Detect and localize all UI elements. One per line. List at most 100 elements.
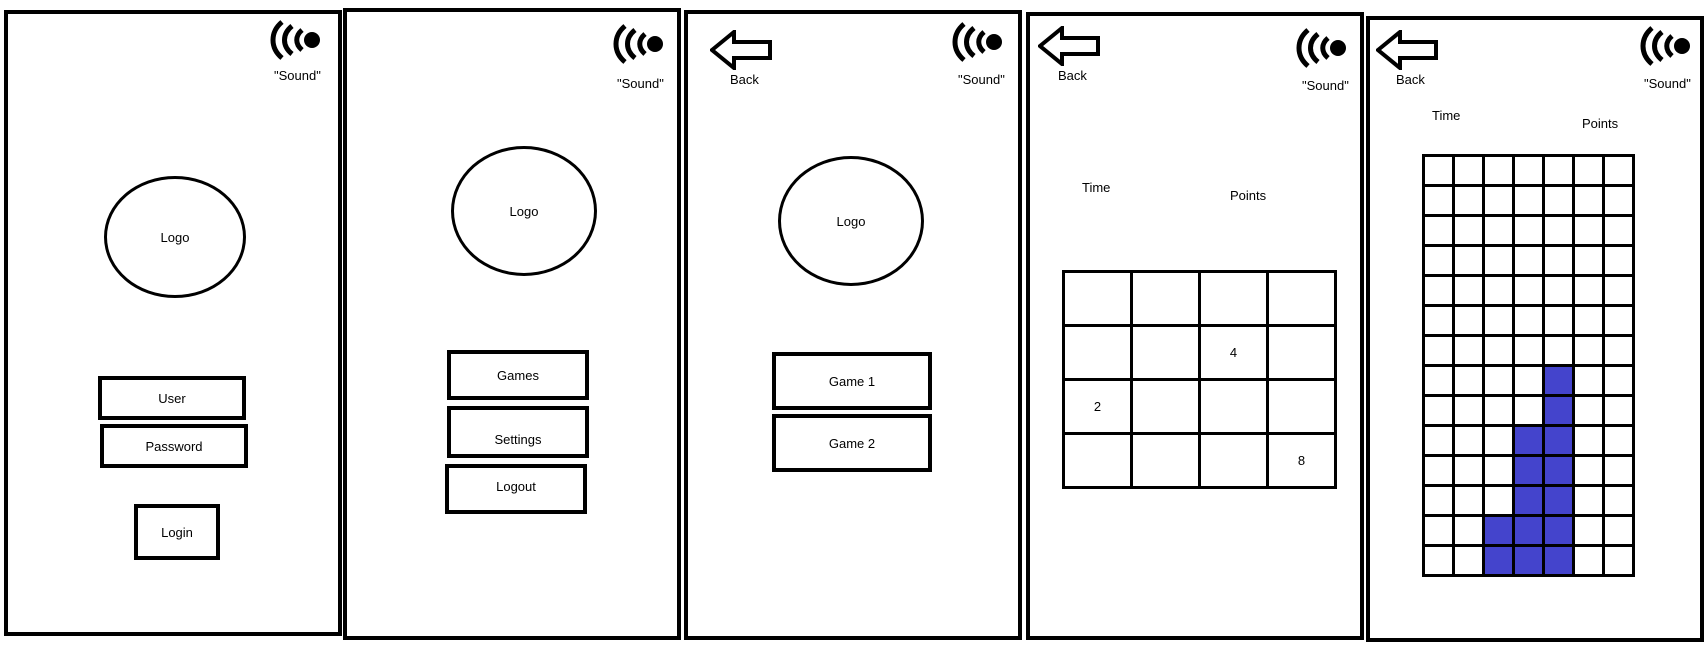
back-label: Back xyxy=(1396,72,1425,87)
grid-row xyxy=(1422,544,1635,577)
grid-cell xyxy=(1602,274,1635,307)
logo-label: Logo xyxy=(836,213,866,229)
sound-icon[interactable] xyxy=(950,22,1004,62)
grid-row xyxy=(1422,454,1635,487)
filled-block xyxy=(1512,424,1545,457)
grid-cell xyxy=(1422,334,1455,367)
menu-screen: "Sound" Logo Games Settings Logout xyxy=(343,8,681,640)
grid-cell xyxy=(1422,244,1455,277)
settings-button[interactable]: Settings xyxy=(447,406,589,458)
grid-cell[interactable] xyxy=(1130,270,1201,327)
sound-icon[interactable] xyxy=(1638,26,1692,66)
login-screen: "Sound" Logo User Password Login xyxy=(4,10,342,636)
logout-button[interactable]: Logout xyxy=(445,464,587,514)
grid-cell[interactable] xyxy=(1266,324,1337,381)
sound-icon[interactable] xyxy=(611,24,665,64)
grid-row xyxy=(1422,514,1635,547)
grid-cell xyxy=(1542,154,1575,187)
grid-cell[interactable]: 4 xyxy=(1198,324,1269,381)
grid-cell[interactable] xyxy=(1198,432,1269,489)
grid-cell[interactable] xyxy=(1198,378,1269,435)
grid-cell[interactable] xyxy=(1266,270,1337,327)
password-field[interactable]: Password xyxy=(100,424,248,468)
grid-cell[interactable] xyxy=(1062,324,1133,381)
grid-cell xyxy=(1512,184,1545,217)
grid-cell xyxy=(1512,244,1545,277)
grid-row xyxy=(1422,484,1635,517)
filled-block xyxy=(1482,514,1515,547)
grid-cell xyxy=(1512,334,1545,367)
grid-cell xyxy=(1572,214,1605,247)
logo: Logo xyxy=(778,156,924,286)
games-button[interactable]: Games xyxy=(447,350,589,400)
grid-cell xyxy=(1482,394,1515,427)
grid-cell xyxy=(1512,394,1545,427)
grid-cell xyxy=(1452,244,1485,277)
sound-label: "Sound" xyxy=(1302,78,1349,93)
grid-cell xyxy=(1452,544,1485,577)
grid-cell xyxy=(1452,274,1485,307)
grid-row xyxy=(1422,244,1635,277)
games-screen: Back "Sound" Logo Game 1 Game 2 xyxy=(684,10,1022,640)
filled-block xyxy=(1512,484,1545,517)
grid-cell xyxy=(1512,364,1545,397)
grid-cell xyxy=(1482,454,1515,487)
points-label: Points xyxy=(1582,116,1619,131)
login-button[interactable]: Login xyxy=(134,504,220,560)
grid-cell xyxy=(1572,394,1605,427)
user-field[interactable]: User xyxy=(98,376,246,420)
grid-cell[interactable] xyxy=(1130,432,1201,489)
filled-block xyxy=(1542,514,1575,547)
grid-cell xyxy=(1422,514,1455,547)
back-arrow-icon[interactable] xyxy=(1038,26,1100,66)
logo: Logo xyxy=(104,176,246,298)
grid-cell xyxy=(1602,334,1635,367)
grid-cell xyxy=(1482,184,1515,217)
grid-cell xyxy=(1602,394,1635,427)
logout-button-label: Logout xyxy=(496,478,536,494)
grid-cell xyxy=(1542,334,1575,367)
grid-cell xyxy=(1422,184,1455,217)
grid-cell xyxy=(1482,334,1515,367)
time-label: Time xyxy=(1432,108,1461,123)
grid-cell xyxy=(1482,154,1515,187)
grid-cell xyxy=(1542,184,1575,217)
login-button-label: Login xyxy=(161,524,193,540)
grid-cell xyxy=(1482,304,1515,337)
back-arrow-icon[interactable] xyxy=(1376,30,1438,70)
grid-cell xyxy=(1452,484,1485,517)
grid-cell[interactable] xyxy=(1266,378,1337,435)
grid-cell[interactable]: 2 xyxy=(1062,378,1133,435)
game2-button[interactable]: Game 2 xyxy=(772,414,932,472)
back-arrow-icon[interactable] xyxy=(710,30,772,70)
game1-button[interactable]: Game 1 xyxy=(772,352,932,410)
filled-block xyxy=(1542,484,1575,517)
grid-cell[interactable]: 8 xyxy=(1266,432,1337,489)
grid-cell[interactable] xyxy=(1062,270,1133,327)
grid-cell[interactable] xyxy=(1198,270,1269,327)
sound-label: "Sound" xyxy=(274,68,321,83)
grid-cell xyxy=(1422,304,1455,337)
grid-cell xyxy=(1602,154,1635,187)
grid-cell xyxy=(1512,154,1545,187)
grid-cell[interactable] xyxy=(1062,432,1133,489)
filled-block xyxy=(1482,544,1515,577)
grid-cell[interactable] xyxy=(1130,324,1201,381)
grid-row xyxy=(1422,274,1635,307)
back-label: Back xyxy=(1058,68,1087,83)
grid-cell xyxy=(1572,514,1605,547)
grid-cell xyxy=(1482,244,1515,277)
grid-cell[interactable] xyxy=(1130,378,1201,435)
sound-icon[interactable] xyxy=(268,20,322,60)
sound-icon[interactable] xyxy=(1294,28,1348,68)
password-field-label: Password xyxy=(145,438,203,454)
grid-cell xyxy=(1572,364,1605,397)
grid-cell xyxy=(1482,424,1515,457)
logo: Logo xyxy=(451,146,597,276)
grid-cell xyxy=(1452,364,1485,397)
grid-cell xyxy=(1422,394,1455,427)
game1-button-label: Game 1 xyxy=(828,373,876,389)
grid-cell xyxy=(1422,154,1455,187)
grid-cell xyxy=(1422,484,1455,517)
